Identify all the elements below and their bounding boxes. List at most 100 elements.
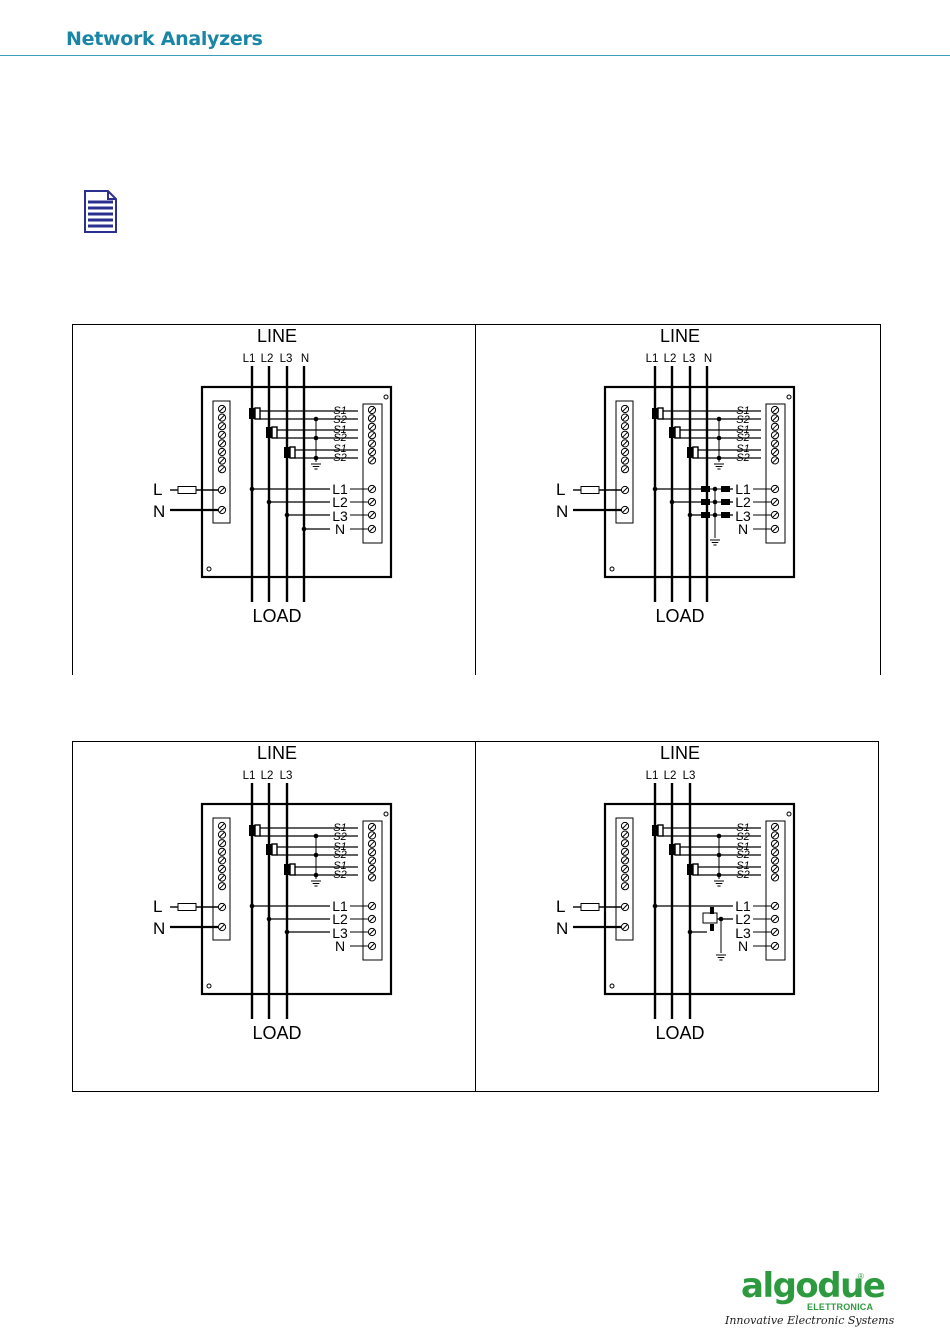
voltage-transformer — [710, 907, 714, 914]
current-transformer — [249, 408, 255, 419]
current-transformer — [687, 447, 693, 458]
fuse — [178, 487, 196, 494]
company-logo: algodue ® ELETTRONICA Innovative Electro… — [725, 1268, 895, 1330]
logo-registered-mark: ® — [858, 1272, 864, 1281]
junction-dot — [717, 873, 722, 878]
mount-hole — [610, 984, 614, 988]
junction-dot — [719, 917, 724, 922]
mount-hole — [207, 567, 211, 571]
phase-label: L1 — [646, 770, 659, 782]
current-transformer — [255, 825, 260, 836]
voltage-terminal-label: N — [335, 938, 345, 954]
mount-hole — [787, 812, 791, 816]
ct-terminal-label: S2 — [333, 869, 346, 881]
logo-tagline: Innovative Electronic Systems — [725, 1314, 894, 1327]
phase-label: L3 — [683, 353, 696, 365]
load-label: LOAD — [252, 606, 301, 626]
voltage-transformer — [721, 486, 730, 492]
current-transformer — [266, 427, 272, 438]
aux-supply-label: L — [556, 897, 565, 916]
note-document-icon — [80, 188, 120, 236]
current-transformer — [290, 864, 295, 875]
aux-supply-label: L — [153, 897, 162, 916]
line-label: LINE — [257, 326, 297, 346]
voltage-transformer — [703, 913, 717, 923]
ct-terminal-label: S2 — [333, 452, 346, 464]
junction-dot — [717, 436, 722, 441]
junction-dot — [314, 853, 319, 858]
current-transformer — [693, 864, 698, 875]
current-transformer — [272, 427, 277, 438]
voltage-transformer — [721, 512, 730, 518]
ct-terminal-label: S2 — [736, 869, 749, 881]
mount-hole — [610, 567, 614, 571]
junction-dot — [717, 417, 722, 422]
phase-label: N — [704, 353, 712, 365]
current-transformer — [652, 825, 658, 836]
aux-supply-label: N — [153, 502, 165, 521]
load-label: LOAD — [655, 1023, 704, 1043]
junction-dot — [314, 417, 319, 422]
current-transformer — [255, 408, 260, 419]
header-rule — [0, 55, 950, 56]
fuse — [178, 904, 196, 911]
mount-hole — [384, 812, 388, 816]
current-transformer — [266, 844, 272, 855]
line-label: LINE — [660, 743, 700, 763]
current-transformer — [675, 427, 680, 438]
fuse — [581, 904, 599, 911]
junction-dot — [713, 513, 718, 518]
phase-label: L3 — [683, 770, 696, 782]
line-label: LINE — [660, 326, 700, 346]
current-transformer — [284, 864, 290, 875]
junction-dot — [314, 873, 319, 878]
junction-dot — [717, 853, 722, 858]
load-label: LOAD — [655, 606, 704, 626]
mount-hole — [207, 984, 211, 988]
phase-label: L2 — [261, 770, 274, 782]
current-transformer — [687, 864, 693, 875]
voltage-transformer — [701, 499, 710, 505]
wiring-diagram-1: LINEL1L2L3NLOADLNS1S2S1S2S1S2L1L2L3N — [72, 324, 475, 674]
junction-dot — [717, 834, 722, 839]
junction-dot — [713, 487, 718, 492]
voltage-transformer — [701, 486, 710, 492]
current-transformer — [658, 825, 663, 836]
voltage-terminal-label: N — [738, 938, 748, 954]
aux-supply-label: N — [556, 919, 568, 938]
current-transformer — [249, 825, 255, 836]
current-transformer — [675, 844, 680, 855]
phase-label: L3 — [280, 353, 293, 365]
junction-dot — [713, 500, 718, 505]
aux-supply-label: N — [153, 919, 165, 938]
load-label: LOAD — [252, 1023, 301, 1043]
junction-dot — [314, 456, 319, 461]
current-transformer — [652, 408, 658, 419]
aux-supply-label: N — [556, 502, 568, 521]
phase-label: L1 — [646, 353, 659, 365]
mount-hole — [384, 395, 388, 399]
phase-label: L2 — [664, 353, 677, 365]
phase-label: L2 — [664, 770, 677, 782]
voltage-transformer — [701, 512, 710, 518]
current-transformer — [669, 844, 675, 855]
header-title: Network Analyzers — [66, 28, 263, 50]
current-transformer — [272, 844, 277, 855]
current-transformer — [284, 447, 290, 458]
aux-supply-label: L — [153, 480, 162, 499]
phase-label: L2 — [261, 353, 274, 365]
wiring-diagram-3: LINEL1L2L3LOADLNS1S2S1S2S1S2L1L2L3N — [72, 741, 475, 1091]
voltage-transformer — [710, 924, 714, 931]
phase-label: L1 — [243, 353, 256, 365]
current-transformer — [693, 447, 698, 458]
fuse — [581, 487, 599, 494]
current-transformer — [658, 408, 663, 419]
voltage-terminal-label: N — [335, 521, 345, 537]
phase-label: L1 — [243, 770, 256, 782]
aux-supply-label: L — [556, 480, 565, 499]
junction-dot — [314, 436, 319, 441]
line-label: LINE — [257, 743, 297, 763]
current-transformer — [290, 447, 295, 458]
